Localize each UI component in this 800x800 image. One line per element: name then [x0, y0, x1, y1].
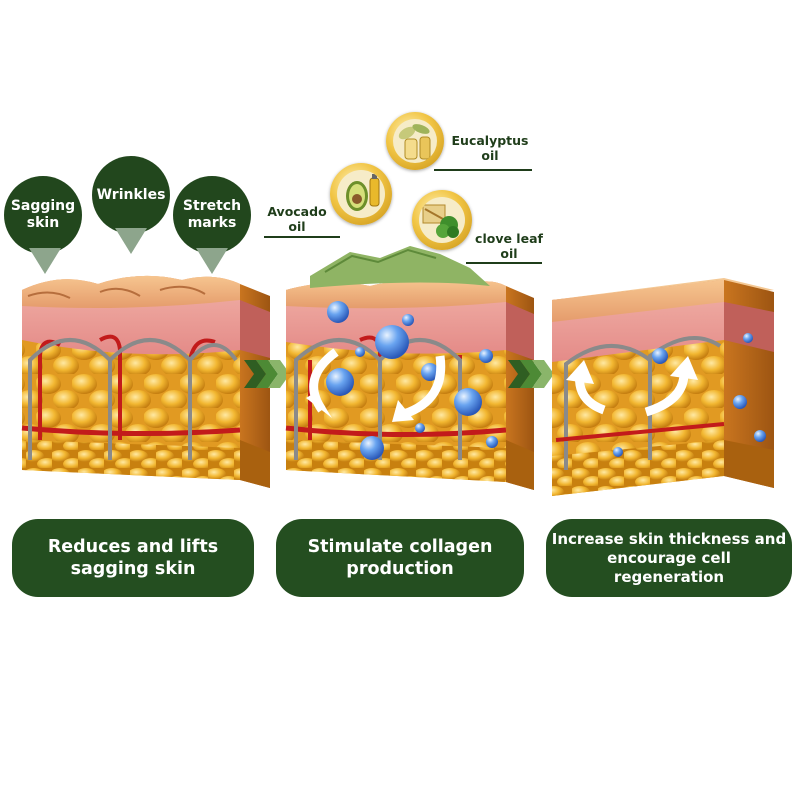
problem-label-line2: marks — [187, 215, 237, 231]
step1-caption-text: Reduces and lifts sagging skin — [47, 537, 219, 579]
clove-leaf-oil-underline — [466, 262, 542, 264]
problem-label-line1: Sagging — [10, 198, 76, 214]
eucalyptus-oil-icon — [386, 112, 444, 170]
step2-caption: Stimulate collagen production — [276, 519, 524, 597]
problem-label-line2: skin — [26, 215, 60, 231]
step1-caption: Reduces and lifts sagging skin — [12, 519, 254, 597]
problem-label-line1: Stretch — [182, 198, 242, 214]
chevron-right-icon — [244, 360, 290, 388]
clove-leaf-illustration — [422, 204, 459, 238]
step2-caption-text: Stimulate collagen production — [307, 537, 493, 579]
step3-caption: Increase skin thickness and encourage ce… — [546, 519, 792, 597]
skin-block-sagging — [21, 275, 270, 488]
chevron-right-icon — [508, 360, 554, 388]
eucalyptus-illustration — [398, 124, 431, 160]
problem-bubble-pointer — [196, 248, 228, 274]
clove-leaf-oil-icon — [412, 190, 472, 250]
problem-label-line1: Wrinkles — [96, 186, 166, 203]
eucalyptus-oil-underline — [434, 169, 532, 171]
avocado-illustration — [346, 174, 380, 211]
skin-block-collagen — [285, 246, 534, 490]
avocado-oil-underline — [264, 236, 340, 238]
problem-bubble-pointer — [29, 248, 61, 274]
step3-caption-text: Increase skin thickness and encourage ce… — [551, 529, 787, 586]
skin-cross-sections — [21, 246, 774, 496]
skin-block-regeneration — [552, 278, 774, 496]
problem-bubble-wrinkles: Wrinkles — [92, 156, 170, 234]
avocado-oil-icon — [330, 163, 392, 225]
problem-bubble-pointer — [115, 228, 147, 254]
